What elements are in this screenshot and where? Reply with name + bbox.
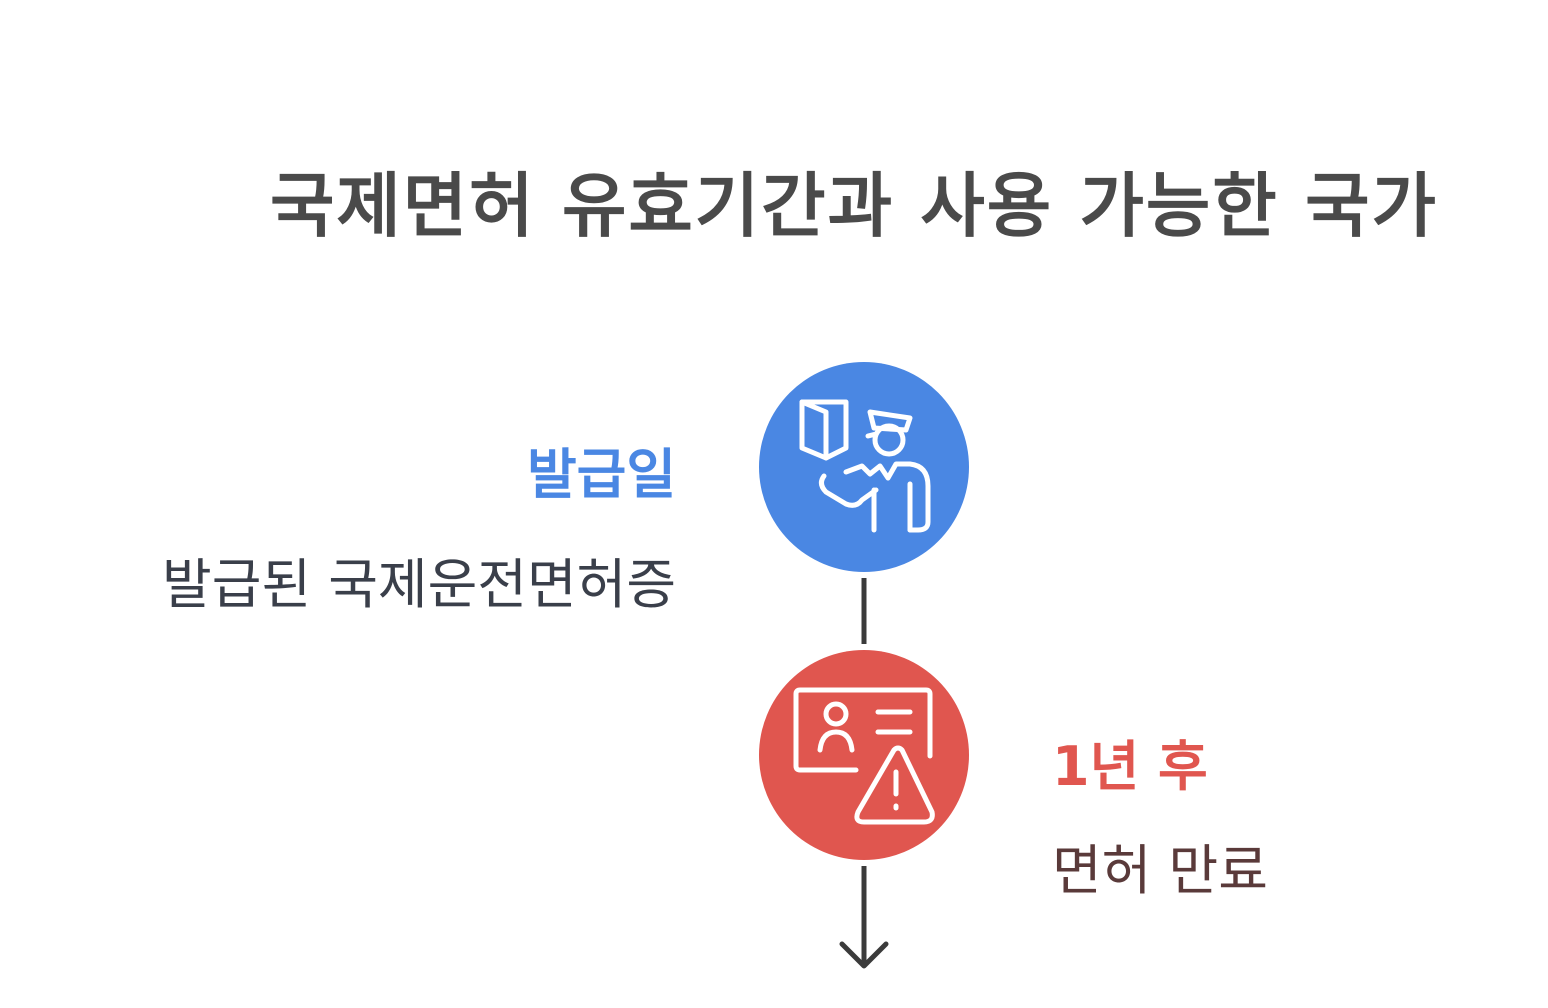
page-title: 국제면허 유효기간과 사용 가능한 국가 (270, 165, 1438, 247)
license-expired-warning-icon (793, 687, 935, 825)
step-1-desc-wrap: 발급된 국제운전면허증 (162, 540, 676, 619)
step-1-node (759, 362, 969, 572)
step-2-heading: 1년 후 (1052, 735, 1208, 798)
step-2-description: 면허 만료 (1052, 839, 1268, 902)
step-1-label: 발급일 (527, 430, 676, 509)
step-1-description: 발급된 국제운전면허증 (162, 553, 676, 616)
step-1-heading: 발급일 (526, 443, 676, 506)
step-2-desc-wrap: 면허 만료 (1052, 826, 1268, 905)
step-2-label: 1년 후 (1052, 722, 1208, 801)
timeline-arrow-head (839, 941, 889, 969)
step-2-circle (759, 650, 969, 860)
step-2-node (759, 650, 969, 860)
license-issuance-icon (799, 399, 931, 533)
